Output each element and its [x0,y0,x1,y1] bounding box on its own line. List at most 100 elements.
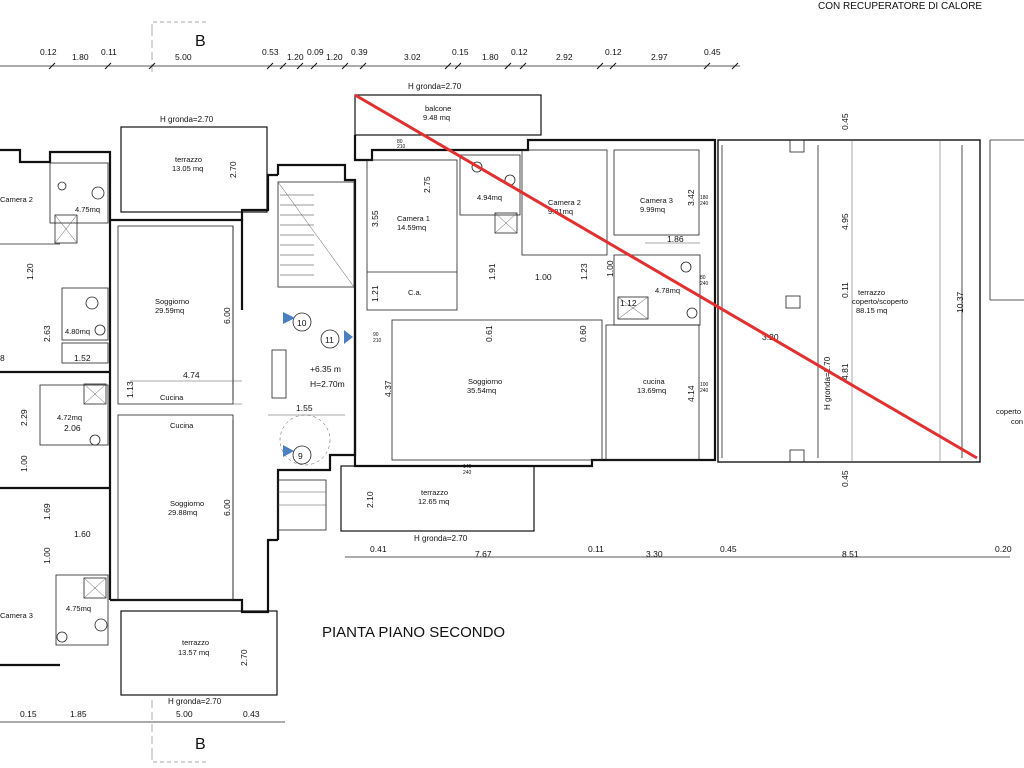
terrazzo-right-sub: coperto/scoperto [852,297,908,306]
bagno-right-area: 4.78mq [655,286,680,295]
dimension-tick [296,62,304,70]
dim-186: 1.86 [667,234,684,244]
opening-code-7: 240 [700,201,709,207]
dimension-tick [266,62,274,70]
dim-120: 1.20 [25,263,35,280]
dim-474: 4.74 [183,370,200,380]
top-dim-3: 5.00 [175,52,192,62]
camera1-area: 14.59mq [397,223,426,232]
dim-121: 1.21 [370,285,380,302]
dimension-tick [310,62,318,70]
dimension-tick [609,62,617,70]
dim-270a: 2.70 [228,161,238,178]
right-terrace: terrazzo coperto/scoperto 88.15 mq 0.45 … [717,113,1024,487]
terrazzo-top-left-name: terrazzo [175,155,202,164]
bottom-left-dim-1: 1.85 [70,709,87,719]
top-dim-15: 2.97 [651,52,668,62]
arrow-11-icon [344,330,353,344]
cucina-left-a: Cucina [160,393,184,402]
bagno-l2-area: 4.72mq [57,413,82,422]
bottom-left-dimension-line: 0.15 1.85 5.00 0.43 [0,709,285,723]
dim-206: 2.06 [64,423,81,433]
dim-600b: 6.00 [222,499,232,516]
gronda-bottom-left: H gronda=2.70 [168,697,222,706]
coperto-right-edge-2: con [1011,417,1023,426]
top-dim-12: 0.12 [511,47,528,57]
elevation-label: +6.35 m [310,364,341,374]
dim-263: 2.63 [42,325,52,342]
terrazzo-right-name: terrazzo [858,288,885,297]
camera1-name: Camera 1 [397,214,430,223]
top-dimension-line: 0.12 1.80 0.11 5.00 0.53 1.20 0.09 1.20 … [0,47,740,70]
bottom-right-dim-0: 0.41 [370,544,387,554]
opening-code-9: 240 [700,388,709,394]
top-dim-2: 0.11 [101,47,117,57]
dim-275: 2.75 [422,176,432,193]
gronda-mid-bottom: H gronda=2.70 [414,534,468,543]
bottom-right-dim-3: 3.30 [646,549,663,559]
opening-code-3: 210 [373,338,382,344]
soggiorno-left-bottom-name: Soggiorno [170,499,204,508]
dimension-tick [359,62,367,70]
dim-061: 0.61 [484,325,494,342]
top-dim-7: 1.20 [326,52,343,62]
stair-core: +6.35 m H=2.70m 1.55 10 11 9 [268,163,357,540]
bagno-small-area: 4.94mq [477,193,502,202]
terrazzo-top-left [120,126,268,213]
soggiorno-left-top-area: 29.59mq [155,306,184,315]
top-dim-1: 1.80 [72,52,89,62]
balcone-area: 9.48 mq [423,113,450,122]
dimension-tick [444,62,452,70]
top-dim-10: 0.15 [452,47,469,57]
bottom-left-dim-2: 5.00 [176,709,193,719]
soggiorno-left-top-name: Soggiorno [155,297,189,306]
bottom-right-dimension-line: 0.41 7.67 0.11 3.30 0.45 8.51 0.20 [345,544,1012,559]
cucina-right-area: 13.69mq [637,386,666,395]
dim-169: 1.69 [42,503,52,520]
dim-191: 1.91 [487,263,497,280]
dim-112: 1.12 [620,298,637,308]
coperto-right-edge: coperto [996,407,1021,416]
dimension-tick [596,62,604,70]
opening-code-6: 180 [700,195,709,201]
soggiorno-right-name: Soggiorno [468,377,502,386]
dim-100b: 1.00 [605,260,615,277]
camera3-area: 9.99mq [640,205,665,214]
dim-100c: 1.00 [19,455,29,472]
dim-437: 4.37 [383,380,393,397]
gronda-vertical-right: H gronda=2.70 [823,356,832,410]
opening-code-2: 90 [373,332,379,338]
dimension-tick [731,62,739,70]
bottom-left-dim-0: 0.15 [20,709,37,719]
top-dim-16: 0.45 [704,47,721,57]
cucina-left-b: Cucina [170,421,194,430]
opening-code-4: 140 [463,464,472,470]
bottom-right-dim-4: 0.45 [720,544,737,554]
terrazzo-bottom-left-name: terrazzo [182,638,209,647]
top-dim-8: 0.39 [351,47,368,57]
dim-8: 8 [0,353,5,363]
section-label-top: B [195,33,206,50]
opening-code-1: 210 [397,144,406,150]
right-apartment: H gronda=2.70 balcone 9.48 mq Camera 1 1… [340,82,717,543]
dim-100d: 1.00 [42,547,52,564]
dimension-tick [519,62,527,70]
dim-229: 2.29 [19,409,29,426]
terrazzo-mid-bottom-name: terrazzo [421,488,448,497]
dimension-tick [454,62,462,70]
dimension-tick [504,62,512,70]
balcone [354,94,542,136]
section-marker-bottom: B [151,700,208,763]
left-building: H gronda=2.70 terrazzo 13.05 mq 2.70 Sog… [0,115,278,706]
bottom-right-dim-1: 7.67 [475,549,492,559]
bottom-right-dim-2: 0.11 [588,544,604,554]
terrazzo-right-area: 88.15 mq [856,306,887,315]
bagno-l3-area: 4.75mq [66,604,91,613]
height-label: H=2.70m [310,379,345,389]
section-marker-top: B [151,21,208,76]
bagno-l4-area: 4.80mq [65,327,90,336]
dimension-tick [148,62,156,70]
header-note: CON RECUPERATORE DI CALORE [818,1,982,12]
terrazzo-bottom-left-area: 13.57 mq [178,648,209,657]
